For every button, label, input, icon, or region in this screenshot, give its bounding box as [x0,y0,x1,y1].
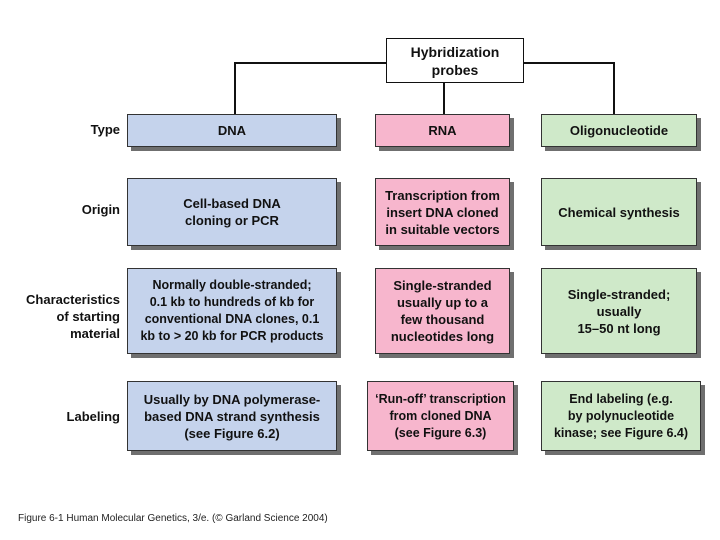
rna-origin-box: Transcription from insert DNA cloned in … [375,178,510,246]
dna-origin-box: Cell-based DNA cloning or PCR [127,178,337,246]
root-stem-line [234,62,386,64]
branch-dna-line [234,62,236,114]
rna-labeling-box: ‘Run-off’ transcription from cloned DNA … [367,381,514,451]
oligo-origin-box: Chemical synthesis [541,178,697,246]
oligo-labeling-box: End labeling (e.g. by polynucleotide kin… [541,381,701,451]
branch-rna-line [443,82,445,114]
rna-characteristics-box: Single-stranded usually up to a few thou… [375,268,510,354]
branch-oligo-line [613,62,615,114]
oligo-characteristics-box: Single-stranded; usually 15–50 nt long [541,268,697,354]
row-label-labeling: Labeling [66,409,120,424]
oligo-type-box: Oligonucleotide [541,114,697,147]
root-box: Hybridization probes [386,38,524,83]
dna-type-box: DNA [127,114,337,147]
row-label-origin: Origin [81,202,120,217]
rna-type-box: RNA [375,114,510,147]
root-right-line [524,62,614,64]
row-label-characteristics: Characteristics of starting material [26,292,120,341]
row-label-type: Type [90,122,120,137]
figure-caption: Figure 6-1 Human Molecular Genetics, 3/e… [18,513,328,524]
dna-labeling-box: Usually by DNA polymerase- based DNA str… [127,381,337,451]
dna-characteristics-box: Normally double-stranded; 0.1 kb to hund… [127,268,337,354]
